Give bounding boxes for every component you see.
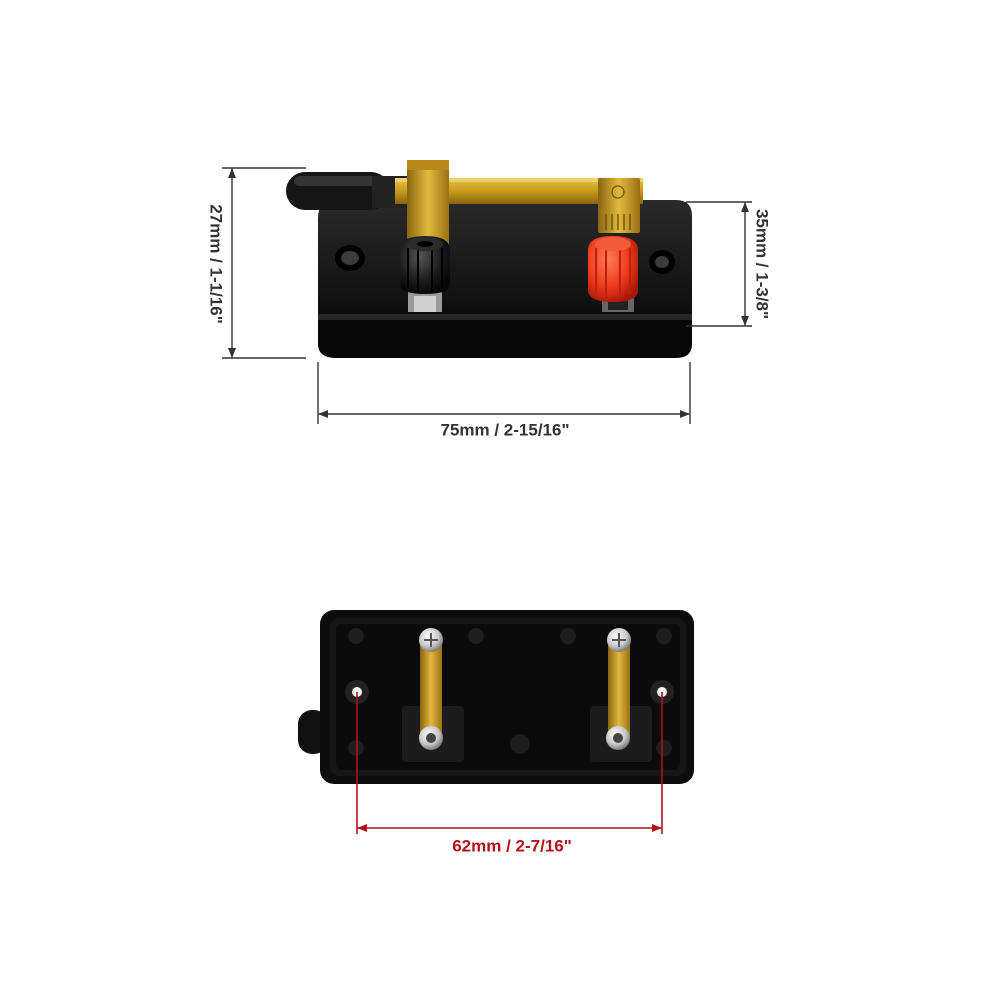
screw-right-top	[607, 628, 631, 652]
bottom-dimension-lines	[356, 692, 663, 834]
red-terminal	[588, 236, 638, 312]
dimension-label-35mm: 35mm / 1-3/8"	[752, 208, 772, 320]
dimension-label-27mm: 27mm / 1-1/16"	[206, 204, 226, 324]
brass-strip-right	[608, 636, 630, 740]
arrow-35-bottom	[741, 316, 749, 326]
brass-strip-left	[420, 636, 442, 740]
nut-right	[606, 726, 630, 750]
top-view-switch	[286, 160, 692, 358]
arrow-75-right	[680, 410, 690, 418]
arrow-75-left	[318, 410, 328, 418]
arrow-27-bottom	[228, 348, 236, 358]
dimension-label-62mm: 62mm / 2-7/16"	[452, 836, 572, 856]
top-dimension-lines	[222, 167, 752, 424]
black-terminal	[400, 236, 450, 312]
screw-left-top	[419, 628, 443, 652]
arrow-35-top	[741, 202, 749, 212]
top-base-front	[318, 318, 692, 358]
arrow-62-left	[357, 824, 367, 832]
bottom-view-switch	[298, 610, 694, 784]
hinge-clip	[407, 160, 449, 248]
nut-left	[419, 726, 443, 750]
dimension-label-75mm: 75mm / 2-15/16"	[440, 420, 570, 440]
arrow-27-top	[228, 168, 236, 178]
arrow-62-right	[652, 824, 662, 832]
